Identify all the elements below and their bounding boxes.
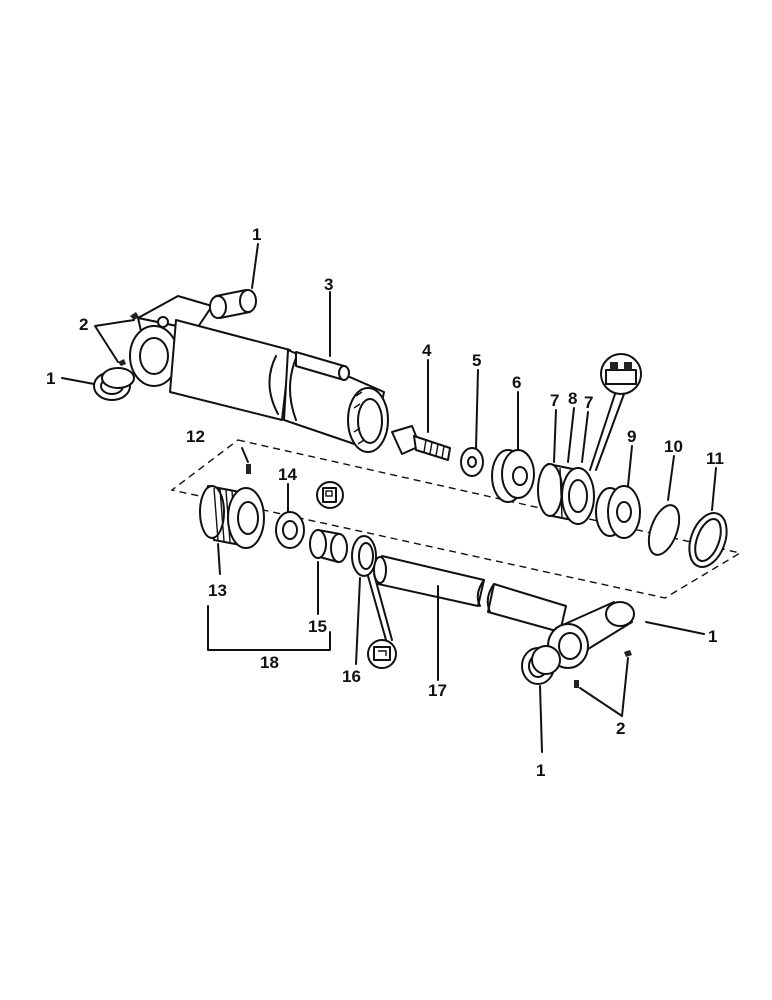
callout-17: 17 [428,681,447,700]
part-6-piston [491,449,535,503]
part-13-head [199,485,265,549]
part-17-piston-rod [373,555,567,633]
callout-10: 10 [664,437,683,456]
part-10-o-ring [647,504,681,556]
callout-11: 11 [706,449,724,468]
callout-5: 5 [472,351,481,370]
callout-1-upper-right: 1 [252,225,261,244]
callout-14: 14 [278,465,297,484]
part-9-gland [595,485,641,539]
callout-1-upper-left: 1 [46,369,55,388]
assembly-boundary [170,439,742,599]
part-7-8-seal-set [537,463,595,525]
callout-1-lower: 1 [536,761,545,780]
part-14-seal [275,511,305,549]
callout-6: 6 [512,373,521,392]
callout-labels: 1 2 1 3 4 5 6 7 8 7 9 10 11 12 13 14 15 … [46,225,724,780]
callout-12: 12 [186,427,205,446]
part-11-backup-ring [688,512,728,568]
callout-15: 15 [308,617,327,636]
callout-1-rod-end: 1 [708,627,717,646]
callout-7-right: 7 [584,393,593,412]
part-3-tube [295,351,350,381]
callout-18: 18 [260,653,279,672]
part-1-bushing-upper-right [209,289,257,319]
part-2-fitting-upper-a [130,312,139,320]
callout-7-left: 7 [550,391,559,410]
part-2-fitting-lower-b [624,650,632,657]
part-15-bushing [309,529,348,563]
part-4-bolt [391,425,451,461]
callout-8: 8 [568,389,577,408]
part-1-bushing-lower [521,645,561,685]
callout-2-lower: 2 [616,719,625,738]
callout-9: 9 [627,427,636,446]
part-2-fitting-upper-b [118,359,126,366]
part-16-wiper [351,535,393,641]
seal-detail-callout [589,353,642,471]
callout-3: 3 [324,275,333,294]
callout-13: 13 [208,581,227,600]
part-5-washer [460,447,484,477]
part-2-fitting-lower-a [574,680,579,688]
seal-detail-14 [316,481,344,509]
leader-lines [61,243,717,753]
seal-detail-16 [367,639,397,669]
callout-16: 16 [342,667,361,686]
part-1-bushing-upper-left [93,367,135,401]
cylinder-barrel [129,295,389,453]
callout-2-upper: 2 [79,315,88,334]
rod-end-eye [547,601,635,669]
part-12-setscrew [246,464,251,474]
callout-4: 4 [422,341,432,360]
